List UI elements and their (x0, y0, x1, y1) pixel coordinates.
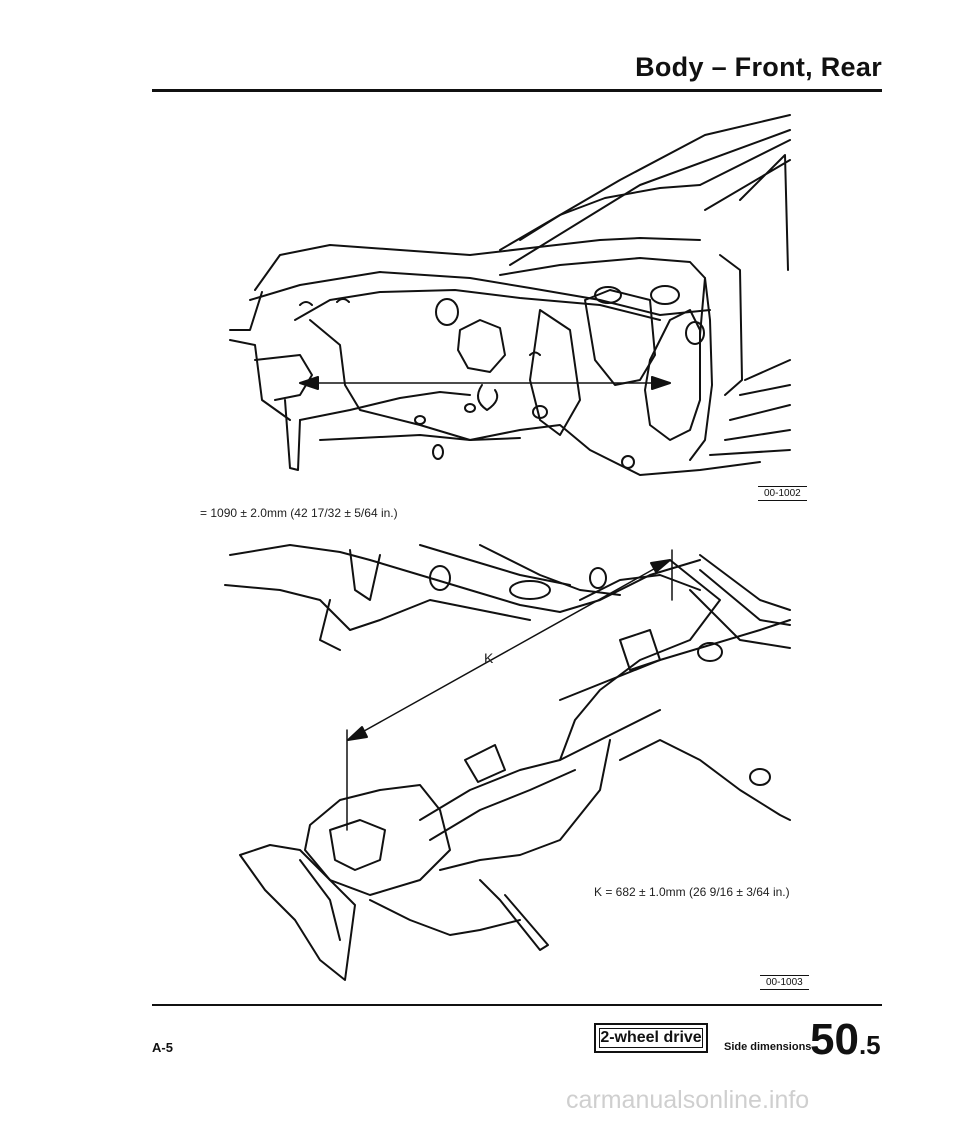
drive-type-badge: 2-wheel drive (594, 1023, 708, 1053)
top-dimension-label: = 1090 ± 2.0mm (42 17/32 ± 5/64 in.) (200, 506, 398, 520)
k-marker-label: K (484, 650, 494, 666)
header-rule (152, 89, 882, 92)
bottom-dimension-label: K = 682 ± 1.0mm (26 9/16 ± 3/64 in.) (594, 885, 790, 899)
section-number: 50.5 (810, 1018, 881, 1062)
footer-rule (152, 1004, 882, 1006)
bottom-figure-drawing (224, 544, 791, 981)
section-label: Side dimensions (724, 1041, 812, 1053)
drive-type-label: 2-wheel drive (600, 1029, 702, 1046)
top-figure-id: 00-1002 (758, 486, 807, 501)
watermark: carmanualsonline.info (566, 1086, 810, 1114)
page-code: A-5 (152, 1040, 173, 1055)
front-body-illustration (224, 114, 791, 981)
page-title: Body – Front, Rear (635, 52, 882, 82)
section-number-sub: .5 (858, 1030, 881, 1060)
bottom-figure-id: 00-1003 (760, 975, 809, 990)
section-number-main: 50 (810, 1015, 859, 1064)
top-figure-drawing (229, 114, 791, 476)
